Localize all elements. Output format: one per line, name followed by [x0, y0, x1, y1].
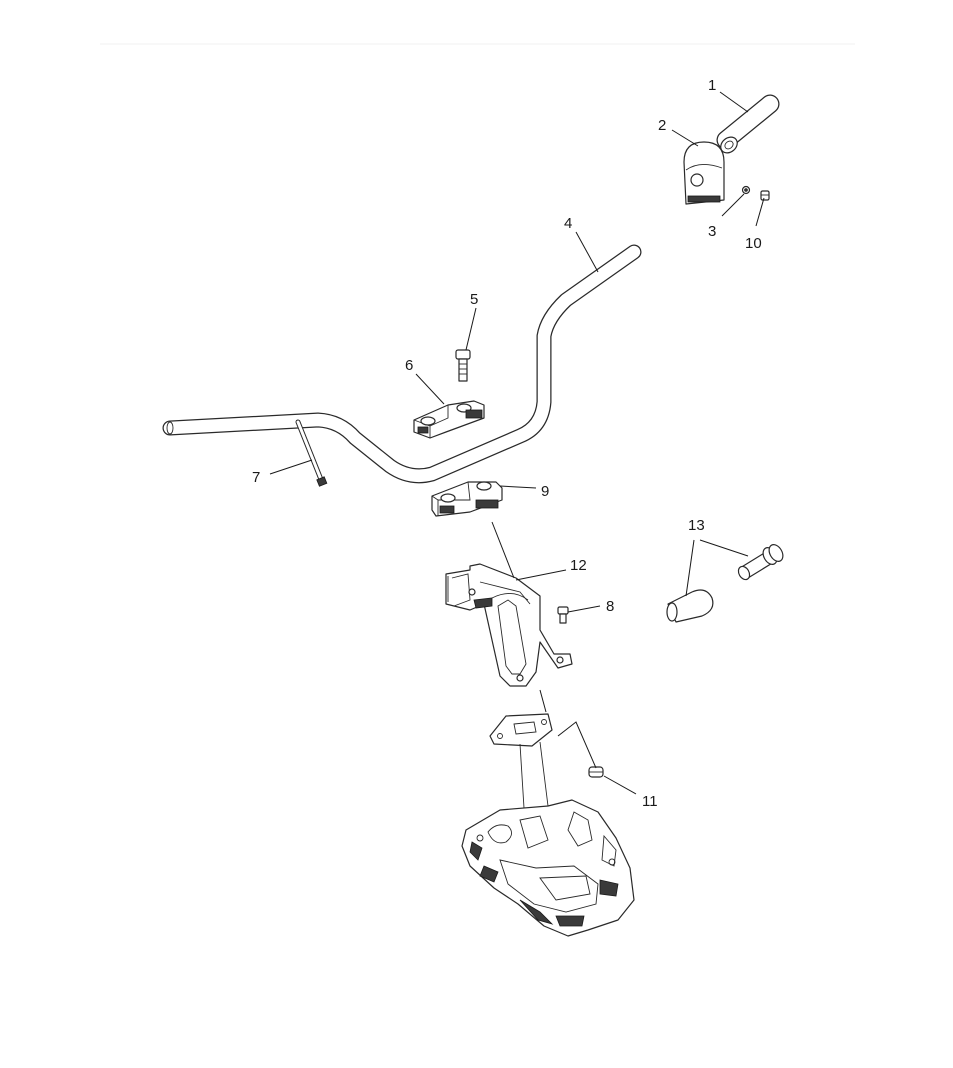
callout-1: 1 — [708, 77, 716, 94]
upper-clamp — [413, 400, 485, 439]
steering-frame — [461, 741, 635, 937]
screw-small — [741, 185, 751, 195]
leader-lines — [269, 91, 765, 795]
callout-11: 11 — [642, 793, 658, 810]
callout-3: 3 — [708, 223, 716, 240]
callout-13: 13 — [688, 517, 705, 534]
callout-5: 5 — [470, 291, 478, 308]
bar-end-plugs — [666, 544, 784, 623]
callouts: 1 2 3 10 4 5 6 7 9 12 8 13 11 — [252, 77, 762, 810]
lower-clamp — [431, 481, 503, 517]
callout-10: 10 — [745, 235, 762, 252]
callout-4: 4 — [564, 215, 572, 232]
long-rod — [295, 419, 328, 487]
rubber-nut — [588, 766, 604, 778]
nut-small — [760, 190, 770, 201]
mounting-plate — [489, 713, 553, 747]
callout-12: 12 — [570, 557, 587, 574]
bracket-bolt — [557, 606, 569, 624]
clamp-bolt — [455, 349, 471, 382]
handlebar — [162, 244, 642, 484]
support-bracket — [445, 563, 573, 687]
callout-8: 8 — [606, 598, 614, 615]
callout-2: 2 — [658, 117, 666, 134]
callout-9: 9 — [541, 483, 549, 500]
callout-6: 6 — [405, 357, 413, 374]
grip-tube — [716, 94, 780, 154]
throttle-housing — [683, 141, 725, 205]
callout-7: 7 — [252, 469, 260, 486]
